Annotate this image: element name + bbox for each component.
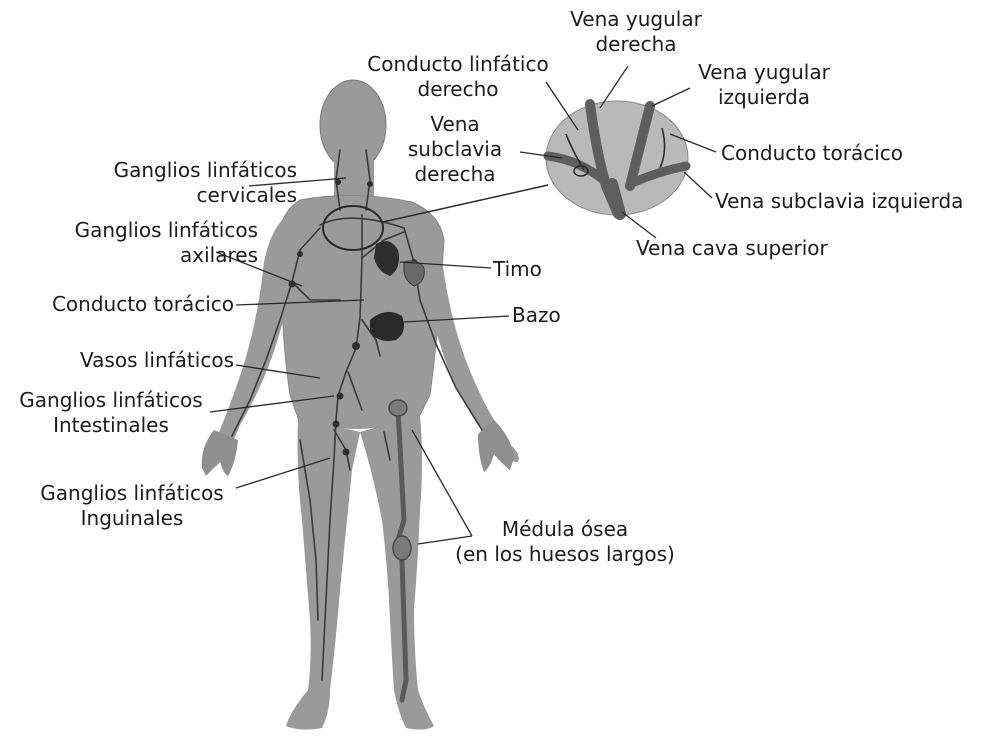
label-line: Ganglios linfáticos [8,388,214,413]
label-line: derecho [354,77,562,102]
label-line: cervicales [114,183,297,208]
label-line: subclavia [390,137,520,162]
right-leg [360,415,434,730]
inguinal-node [343,449,350,456]
label-right-lymphatic-duct: Conducto linfático derecho [354,52,562,102]
label-line: Vena yugular [680,60,848,85]
label-line: Bazo [512,303,561,328]
label-line: Ganglios linfáticos [114,158,297,183]
spleen-organ [370,312,404,341]
label-line: Conducto torácico [52,292,234,317]
leader-left-subclavian [684,172,712,198]
hip-joint [389,400,407,416]
label-line: derecha [390,162,520,187]
abdominal-node [352,342,360,350]
label-right-subclavian-vein: Vena subclavia derecha [390,112,520,187]
label-intestinal-nodes: Ganglios linfáticos Intestinales [8,388,214,438]
label-thoracic-duct: Conducto torácico [52,292,234,317]
label-line: Conducto torácico [721,141,903,166]
label-line: izquierda [680,85,848,110]
inset-detail [546,101,688,215]
label-cervical-nodes: Ganglios linfáticos cervicales [114,158,297,208]
label-bone-marrow: Médula ósea (en los huesos largos) [440,517,690,567]
intestinal-node [337,393,344,400]
label-line: Vasos linfáticos [80,348,234,373]
label-line: Intestinales [8,413,214,438]
axillary-node [297,251,303,257]
label-line: Timo [493,257,542,282]
inset-vena-cava [612,184,620,214]
cervical-node [367,181,373,187]
knee-joint [393,536,411,560]
label-thoracic-duct-inset: Conducto torácico [721,141,903,166]
cervical-node [335,179,341,185]
label-axillary-nodes: Ganglios linfáticos axilares [75,218,258,268]
label-inguinal-nodes: Ganglios linfáticos Inguinales [28,481,236,531]
label-line: Ganglios linfáticos [75,218,258,243]
label-left-jugular-vein: Vena yugular izquierda [680,60,848,110]
intestinal-node [333,421,340,428]
label-line: Ganglios linfáticos [28,481,236,506]
label-line: Vena [390,112,520,137]
label-line: Inguinales [28,506,236,531]
label-lymph-vessels: Vasos linfáticos [80,348,234,373]
label-line: axilares [75,243,258,268]
label-right-jugular-vein: Vena yugular derecha [556,7,716,57]
label-line: (en los huesos largos) [440,542,690,567]
label-superior-vena-cava: Vena cava superior [636,236,828,261]
label-line: Vena cava superior [636,236,828,261]
label-line: Vena subclavia izquierda [715,189,963,214]
label-thymus: Timo [493,257,542,282]
label-line: derecha [556,32,716,57]
label-line: Médula ósea [440,517,690,542]
leader-vena-cava [622,212,656,238]
label-spleen: Bazo [512,303,561,328]
label-line: Conducto linfático [354,52,562,77]
label-left-subclavian-vein: Vena subclavia izquierda [715,189,963,214]
label-line: Vena yugular [556,7,716,32]
